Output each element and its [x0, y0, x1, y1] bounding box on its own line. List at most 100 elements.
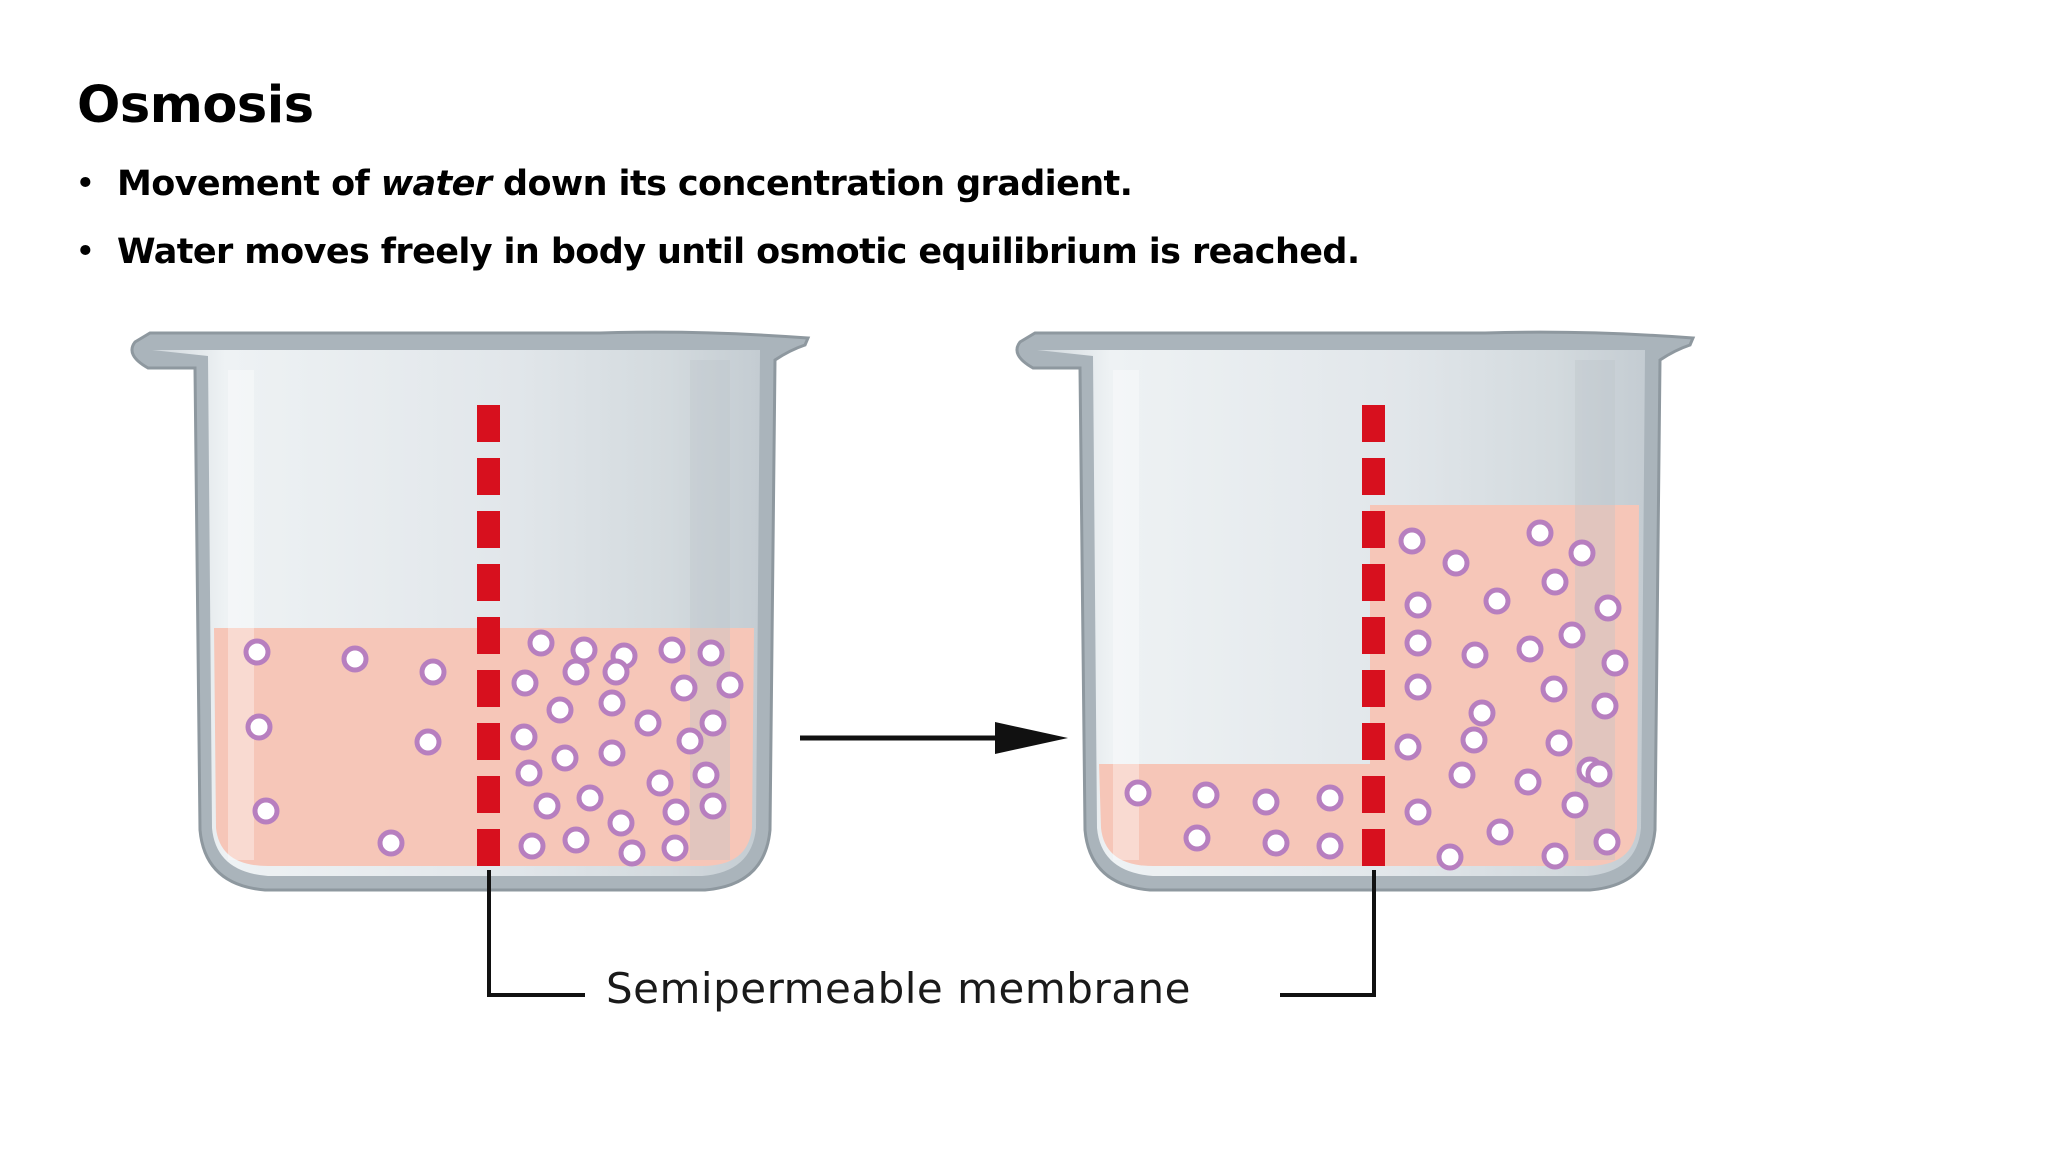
solute-particle [562, 826, 590, 854]
solute-particle [245, 713, 273, 741]
membrane-segment [1362, 723, 1385, 760]
solute-particle [546, 696, 574, 724]
solute-particle [1541, 842, 1569, 870]
solute-particle [1591, 692, 1619, 720]
solute-particle [676, 727, 704, 755]
semipermeable-membrane [477, 405, 500, 866]
solute-particle [1558, 621, 1586, 649]
solute-particle [1468, 699, 1496, 727]
membrane-segment [477, 564, 500, 601]
membrane-segment [477, 511, 500, 548]
solute-particle [1436, 843, 1464, 871]
membrane-segment [477, 458, 500, 495]
solute-particle [1461, 641, 1489, 669]
membrane-segment [477, 829, 500, 866]
solute-particle [699, 709, 727, 737]
solute-particle [1541, 568, 1569, 596]
solute-particle [1404, 629, 1432, 657]
solute-particle [1486, 818, 1514, 846]
solute-particle [1252, 788, 1280, 816]
solute-particle [607, 809, 635, 837]
membrane-segment [477, 617, 500, 654]
membrane-segment [477, 670, 500, 707]
solute-particle [510, 723, 538, 751]
membrane-segment [477, 405, 500, 442]
solute-particle [243, 638, 271, 666]
solute-particle [551, 744, 579, 772]
solute-particle [1394, 733, 1422, 761]
slide-title: Osmosis [77, 76, 314, 135]
semipermeable-membrane [1362, 405, 1385, 866]
solute-particle [377, 829, 405, 857]
solute-particle [1514, 768, 1542, 796]
solute-particle [562, 658, 590, 686]
solute-particle [1398, 527, 1426, 555]
solute-particle [699, 792, 727, 820]
label-leader-left [487, 870, 585, 997]
solute-particle [1593, 828, 1621, 856]
solute-particle [1316, 784, 1344, 812]
solute-particle [618, 839, 646, 867]
arrow-icon [800, 722, 1068, 754]
solute-particle [515, 759, 543, 787]
membrane-segment [1362, 511, 1385, 548]
solute-particle [598, 689, 626, 717]
membrane-segment [477, 723, 500, 760]
solute-particle [533, 792, 561, 820]
solute-particle [1601, 649, 1629, 677]
solute-particle [518, 832, 546, 860]
emphasis-word: water [380, 164, 492, 204]
solute-particle [1585, 760, 1613, 788]
solute-particle [1568, 539, 1596, 567]
solute-particles [1124, 519, 1629, 871]
solute-particle [1516, 635, 1544, 663]
solute-particle [341, 645, 369, 673]
beaker-before [130, 330, 811, 892]
solute-particle [570, 636, 598, 664]
solute-particle [511, 669, 539, 697]
solute-particle [1404, 673, 1432, 701]
bullet-icon: • [75, 232, 96, 272]
solute-particle [1448, 761, 1476, 789]
membrane-segment [1362, 458, 1385, 495]
solute-particle [1404, 798, 1432, 826]
solute-particle [1316, 832, 1344, 860]
solute-particle [634, 709, 662, 737]
solute-particle [1183, 824, 1211, 852]
solute-particle [697, 639, 725, 667]
solute-particle [670, 674, 698, 702]
label-leader-right [1280, 870, 1376, 997]
glass-highlight [228, 370, 254, 860]
solute-particle [1545, 729, 1573, 757]
solute-particle [1483, 587, 1511, 615]
beaker-after [1015, 330, 1696, 892]
bullet-icon: • [75, 164, 96, 204]
solute-particle [419, 658, 447, 686]
solute-particle [414, 728, 442, 756]
solute-particle [1442, 549, 1470, 577]
solute-particle [658, 636, 686, 664]
solution-right-side [1370, 505, 1639, 866]
solute-particle [1526, 519, 1554, 547]
solution-left-side [1099, 764, 1370, 866]
solute-particle [692, 761, 720, 789]
solute-particle [252, 797, 280, 825]
bullet-item: •Movement of water down its concentratio… [75, 160, 1360, 228]
glass-highlight [1113, 370, 1139, 860]
solute-particle [576, 784, 604, 812]
solute-particle [1540, 675, 1568, 703]
solute-particle [1460, 726, 1488, 754]
solute-particle [1262, 829, 1290, 857]
solute-particle [662, 798, 690, 826]
solute-particle [1594, 594, 1622, 622]
solute-particle [602, 658, 630, 686]
bullet-list: •Movement of water down its concentratio… [75, 160, 1360, 296]
solute-particle [527, 629, 555, 657]
solute-particle [646, 769, 674, 797]
membrane-segment [1362, 776, 1385, 813]
solute-particle [716, 671, 744, 699]
membrane-segment [1362, 405, 1385, 442]
membrane-segment [1362, 670, 1385, 707]
membrane-segment [1362, 829, 1385, 866]
